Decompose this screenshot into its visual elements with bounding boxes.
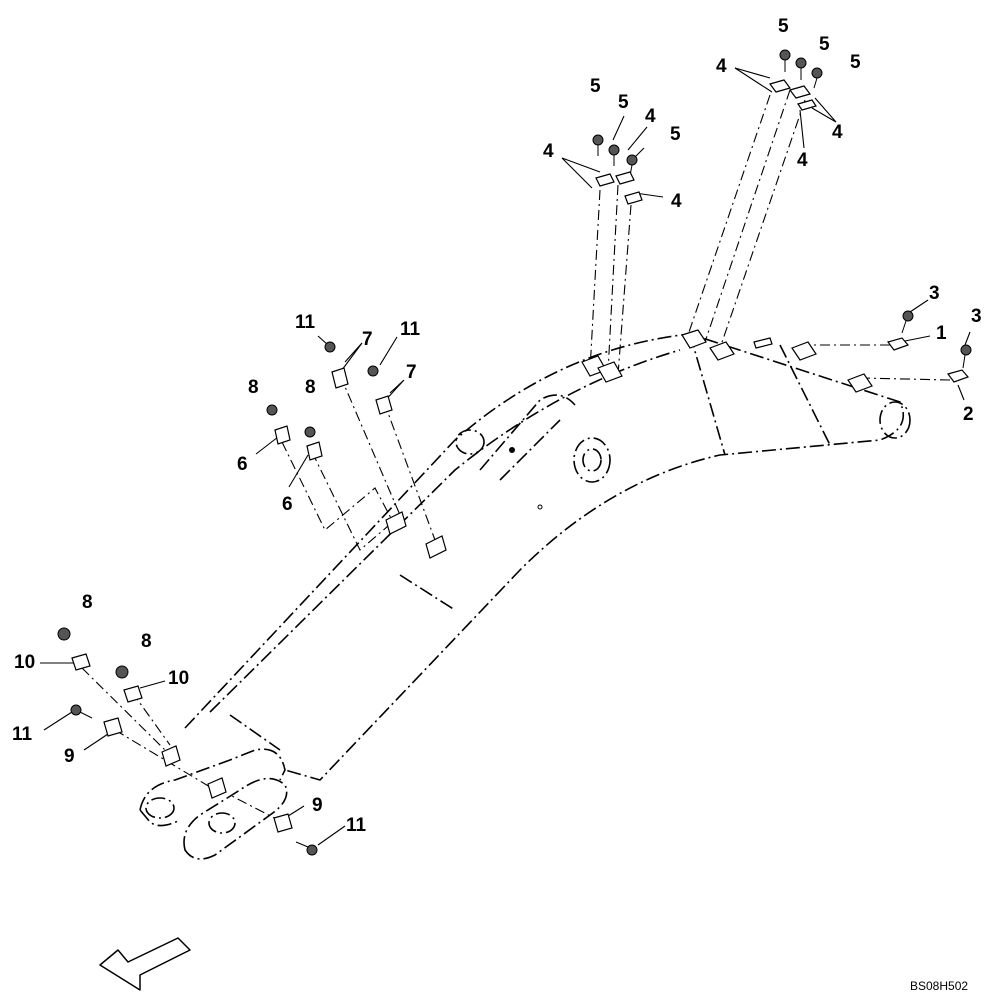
callout-arrows <box>40 67 971 846</box>
callout-4: 4 <box>645 106 656 127</box>
callout-4: 4 <box>716 56 727 77</box>
plate-icon <box>375 395 393 415</box>
block-icon <box>103 717 123 737</box>
bolt-icon <box>304 426 316 438</box>
block-icon <box>207 777 227 799</box>
block-icon <box>273 813 293 833</box>
block-icon <box>385 511 407 535</box>
callout-11: 11 <box>400 319 421 340</box>
boom-outline <box>139 333 911 860</box>
callout-5: 5 <box>618 92 629 113</box>
callout-9: 9 <box>312 795 323 816</box>
bolt-icon <box>811 67 823 89</box>
callout-2: 2 <box>963 404 974 425</box>
callout-8: 8 <box>82 592 93 613</box>
block-icon <box>274 425 291 445</box>
bolt-icon <box>795 57 807 80</box>
bolt-icon <box>57 627 71 641</box>
callout-labels: 5 5 5 4 4 4 5 5 4 5 4 4 4 3 3 1 2 11 7 1… <box>12 16 982 836</box>
drawing-code: BS08H502 <box>910 979 968 993</box>
bolt-icon <box>592 134 604 156</box>
callout-7: 7 <box>362 329 373 350</box>
callout-5: 5 <box>850 52 861 73</box>
callout-10: 10 <box>168 668 189 689</box>
callout-5: 5 <box>819 34 830 55</box>
callout-10: 10 <box>14 652 35 673</box>
bolt-icon <box>266 404 278 416</box>
bolt-icon <box>295 841 318 856</box>
callout-3: 3 <box>929 283 940 304</box>
callout-9: 9 <box>64 746 75 767</box>
plate-icon <box>797 99 817 111</box>
pad-icon <box>753 337 773 349</box>
callout-11: 11 <box>295 312 316 333</box>
bolt-icon <box>115 665 129 679</box>
block-icon <box>425 535 447 559</box>
bolt-icon <box>901 310 914 334</box>
callout-8: 8 <box>305 377 316 398</box>
pad-icon <box>847 373 873 393</box>
callout-5: 5 <box>670 124 681 145</box>
pad-icon <box>791 341 817 361</box>
pad-icon <box>709 341 735 361</box>
callout-7: 7 <box>406 362 417 383</box>
bolt-icon <box>367 365 379 377</box>
plate-icon <box>595 173 615 187</box>
block-icon <box>123 685 143 703</box>
plate-icon <box>788 85 812 99</box>
callout-6: 6 <box>237 454 248 475</box>
block-icon <box>71 653 91 671</box>
block-icon <box>306 441 323 461</box>
bolt-icon <box>70 704 93 719</box>
pad-icon <box>681 329 707 349</box>
plate-icon <box>624 191 643 205</box>
plate-icon <box>946 369 970 383</box>
callout-4: 4 <box>832 122 843 143</box>
bolt-icon <box>960 344 972 369</box>
callout-4: 4 <box>543 141 554 162</box>
leader-lines <box>81 89 951 823</box>
callout-8: 8 <box>248 377 259 398</box>
callout-3: 3 <box>971 306 982 327</box>
callout-6: 6 <box>282 494 293 515</box>
bolt-icon <box>324 341 336 353</box>
plate-icon <box>615 171 635 185</box>
plate-icon <box>886 337 910 351</box>
block-icon <box>161 745 181 767</box>
callout-5: 5 <box>590 76 601 97</box>
callout-11: 11 <box>12 724 33 745</box>
callout-4: 4 <box>671 191 682 212</box>
bolt-icon <box>779 49 791 72</box>
callout-4: 4 <box>797 150 808 171</box>
bolt-icon <box>608 144 620 166</box>
pad-icon <box>597 361 623 383</box>
callout-11: 11 <box>346 815 367 836</box>
callout-8: 8 <box>141 631 152 652</box>
callout-5: 5 <box>778 16 789 37</box>
plate-icon <box>331 367 349 389</box>
plate-icon <box>768 79 792 93</box>
front-direction-arrow-icon <box>99 937 191 991</box>
callout-1: 1 <box>936 323 947 344</box>
hardware-parts <box>57 49 972 856</box>
